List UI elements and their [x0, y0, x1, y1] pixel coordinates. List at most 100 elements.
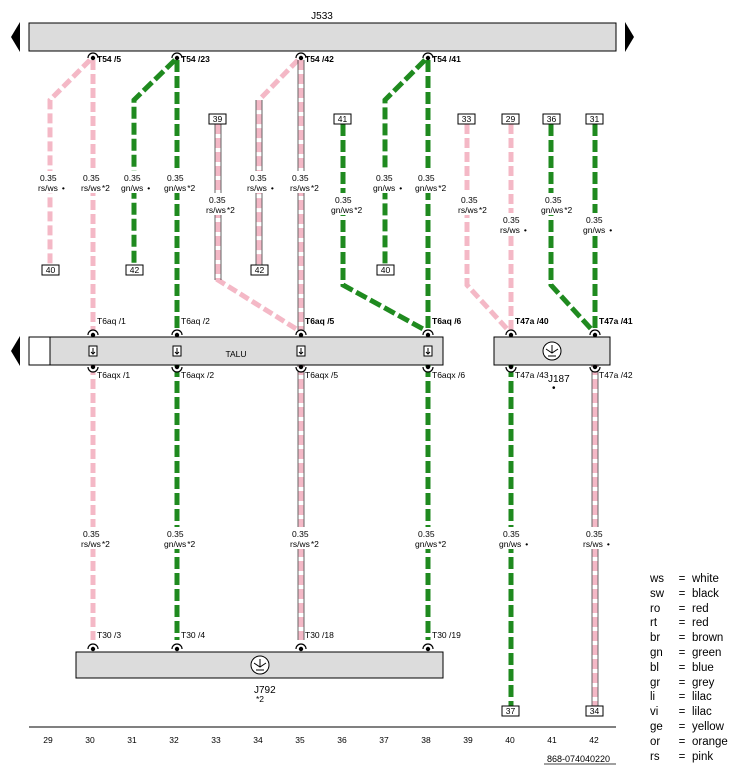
- svg-text:35: 35: [295, 735, 305, 745]
- svg-text:39: 39: [213, 114, 223, 124]
- svg-text:36: 36: [337, 735, 347, 745]
- ground-symbol-icon-2: [250, 655, 270, 675]
- svg-text:0.35: 0.35: [83, 529, 100, 539]
- svg-text:0.35: 0.35: [167, 529, 184, 539]
- talu-label: TALU: [225, 349, 246, 359]
- legend-row: ge=yellow: [650, 720, 724, 733]
- pin-t47a-43: T47a /43: [515, 370, 549, 380]
- svg-text:0.35: 0.35: [545, 195, 562, 205]
- svg-text:36: 36: [547, 114, 557, 124]
- pin-t30-18: T30 /18: [305, 630, 334, 640]
- svg-text:0.35: 0.35: [40, 173, 57, 183]
- wires-green: [131, 58, 598, 706]
- wire-41: [548, 124, 594, 332]
- svg-text:0.35: 0.35: [586, 529, 603, 539]
- j792-label: J792: [254, 685, 276, 696]
- svg-text:rs/ws*2: rs/ws*2: [290, 539, 319, 549]
- wire-29: [47, 58, 92, 265]
- svg-text:40: 40: [46, 265, 56, 275]
- wire-34: [256, 58, 300, 265]
- svg-text:0.35: 0.35: [586, 215, 603, 225]
- svg-text:30: 30: [85, 735, 95, 745]
- svg-text:rs/ws•: rs/ws•: [583, 539, 610, 549]
- pin-t6aq-5: T6aq /5: [305, 316, 335, 326]
- svg-text:41: 41: [338, 114, 348, 124]
- wire-labels: 0.35 rs/ws• 0.35 rs/ws*2 0.35 gn/ws• 0.3…: [38, 173, 612, 549]
- svg-text:31: 31: [127, 735, 137, 745]
- svg-text:37: 37: [379, 735, 389, 745]
- legend-row: bl=blue: [650, 661, 714, 674]
- pin-t6aqx-2: T6aqx /2: [181, 370, 214, 380]
- svg-text:0.35: 0.35: [292, 173, 309, 183]
- svg-text:gn/ws*2: gn/ws*2: [415, 539, 447, 549]
- svg-text:42: 42: [589, 735, 599, 745]
- j792-note: *2: [256, 694, 264, 704]
- svg-text:42: 42: [130, 265, 140, 275]
- legend-row: ro=red: [650, 602, 709, 615]
- top-pin-markers: [87, 52, 434, 61]
- pin-t6aqx-5: T6aqx /5: [305, 370, 338, 380]
- pin-t6aq-1: T6aq /1: [97, 316, 126, 326]
- svg-text:gn/ws*2: gn/ws*2: [415, 183, 447, 193]
- ruler-labels: 29 30 31 32 33 34 35 36 37 38 39 40 41 4…: [43, 735, 599, 745]
- legend-row: li=lilac: [650, 691, 712, 704]
- j187-mark: •: [552, 383, 556, 394]
- talu-module[interactable]: [49, 336, 444, 366]
- legend-row: gr=grey: [650, 676, 715, 689]
- pin-t47a-40: T47a /40: [515, 316, 549, 326]
- legend-row: rs=pink: [650, 750, 714, 763]
- pin-t30-19: T30 /19: [432, 630, 461, 640]
- svg-text:39: 39: [463, 735, 473, 745]
- svg-text:gn/ws•: gn/ws•: [499, 539, 528, 549]
- pin-t54-23: T54 /23: [181, 54, 210, 64]
- svg-text:0.35: 0.35: [209, 195, 226, 205]
- right-arrow-icon: [625, 22, 634, 52]
- svg-text:rs/ws*2: rs/ws*2: [81, 183, 110, 193]
- junction-pin-markers: [87, 329, 601, 338]
- pin-t6aq-6: T6aq /6: [432, 316, 462, 326]
- ground-symbol-icon: [542, 341, 562, 361]
- pin-t54-5: T54 /5: [97, 54, 121, 64]
- lower-ref-boxes: 37 34: [501, 705, 604, 717]
- svg-text:40: 40: [381, 265, 391, 275]
- svg-text:0.35: 0.35: [292, 529, 309, 539]
- legend-row: br=brown: [650, 632, 724, 645]
- legend-row: ws=white: [650, 573, 719, 585]
- j187-label: J187: [548, 374, 570, 385]
- svg-text:40: 40: [505, 735, 515, 745]
- left-arrow-icon: [11, 22, 20, 52]
- svg-text:0.35: 0.35: [83, 173, 100, 183]
- svg-text:0.35: 0.35: [418, 529, 435, 539]
- color-legend: ws=white sw=black ro=red rt=red br=brown…: [650, 572, 744, 764]
- svg-text:gn/ws•: gn/ws•: [121, 183, 150, 193]
- j533-label: J533: [311, 11, 333, 22]
- svg-text:gn/ws*2: gn/ws*2: [164, 539, 196, 549]
- svg-text:0.35: 0.35: [335, 195, 352, 205]
- doc-id: 868-074040220: [547, 754, 610, 764]
- pin-t47a-41: T47a /41: [599, 316, 633, 326]
- svg-text:gn/ws•: gn/ws•: [583, 225, 612, 235]
- top-ref-boxes: 39 41 33 29 36 31: [208, 113, 604, 125]
- svg-text:33: 33: [211, 735, 221, 745]
- svg-text:29: 29: [506, 114, 516, 124]
- talu-connector-icons: [88, 345, 433, 357]
- svg-text:34: 34: [253, 735, 263, 745]
- left-arrow-icon-2: [11, 336, 20, 366]
- pin-t6aqx-1: T6aqx /1: [97, 370, 130, 380]
- svg-text:rs/ws•: rs/ws•: [247, 183, 274, 193]
- legend-row: vi=lilac: [650, 706, 712, 719]
- svg-text:0.35: 0.35: [461, 195, 478, 205]
- wire-31: [131, 58, 177, 265]
- svg-text:rs/ws•: rs/ws•: [500, 225, 527, 235]
- svg-text:31: 31: [590, 114, 600, 124]
- svg-text:0.35: 0.35: [124, 173, 141, 183]
- svg-text:rs/ws*2: rs/ws*2: [81, 539, 110, 549]
- j533-module[interactable]: [28, 22, 617, 52]
- svg-text:0.35: 0.35: [376, 173, 393, 183]
- svg-text:gn/ws*2: gn/ws*2: [541, 205, 573, 215]
- legend-row: gn=green: [650, 646, 722, 659]
- svg-text:42: 42: [255, 265, 265, 275]
- wire-label-backgrounds: [34, 171, 614, 549]
- svg-text:41: 41: [547, 735, 557, 745]
